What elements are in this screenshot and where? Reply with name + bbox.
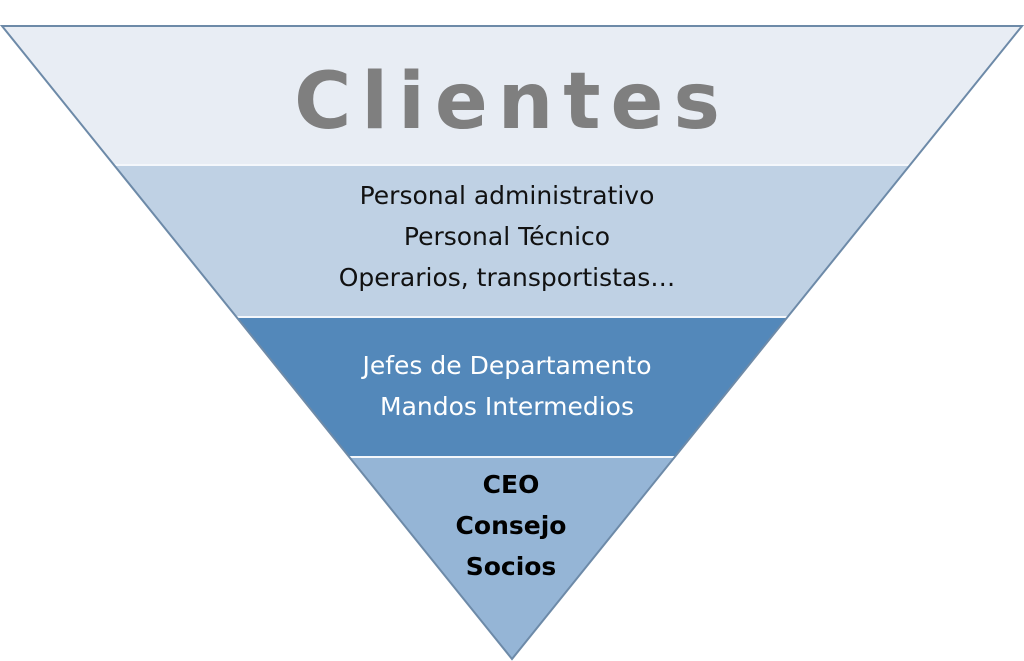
level-text: Mandos Intermedios [380,392,634,421]
level-executives [349,457,675,659]
level-text: Personal administrativo [360,181,655,210]
level-middle-management [236,317,788,457]
level-clientes [2,26,1022,165]
level-text: CEO [483,470,540,499]
level-text: Personal Técnico [404,222,610,251]
pyramid-outline [0,25,1024,661]
level-staff [114,165,910,317]
level-title-clientes: Clientes [294,57,730,147]
level-text: Consejo [456,511,567,540]
level-text: Jefes de Departamento [360,351,651,380]
level-text: Socios [466,552,557,581]
level-text: Operarios, transportistas… [339,263,676,292]
